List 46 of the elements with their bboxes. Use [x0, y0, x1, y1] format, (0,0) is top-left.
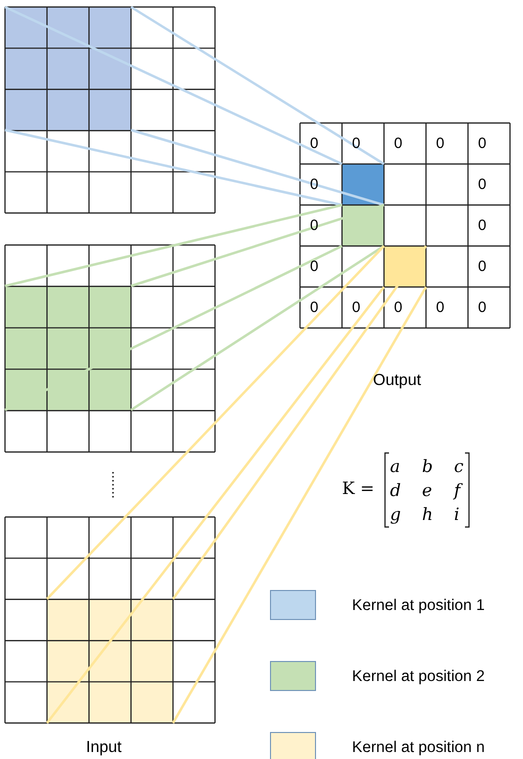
- projection-line: [172, 245, 428, 600]
- input-label: Input: [86, 740, 122, 756]
- matrix-entry: a: [390, 459, 400, 476]
- cell-value: 0: [478, 300, 486, 315]
- cell-value: 0: [436, 300, 444, 315]
- projection-line: [4, 244, 343, 412]
- matrix-entry: i: [454, 507, 460, 524]
- cell-value: 0: [310, 300, 318, 315]
- projection-line: [172, 286, 428, 724]
- matrix-entry: g: [390, 507, 401, 524]
- cell-value: 0: [478, 218, 486, 233]
- output-label: Output: [373, 373, 422, 389]
- projection-line: [130, 128, 384, 206]
- cell-value: 0: [352, 300, 360, 315]
- cell-value: 0: [436, 136, 444, 151]
- matrix-entry: e: [422, 483, 432, 500]
- cell-value: 0: [478, 136, 486, 151]
- matrix-entry: d: [390, 483, 401, 500]
- cell-value: 0: [310, 177, 318, 192]
- cell-value: 0: [478, 259, 486, 274]
- projection-line: [46, 286, 385, 724]
- matrix-entry: f: [454, 483, 460, 500]
- legend-label: Kernel at position 1: [352, 598, 485, 614]
- projection-line: [4, 6, 343, 166]
- projection-line: [130, 6, 385, 166]
- cell-value: 0: [310, 218, 318, 233]
- cell-value: 0: [394, 300, 402, 315]
- projection-line: [130, 204, 384, 288]
- kernel-region: [47, 599, 173, 723]
- legend-label: Kernel at position n: [352, 740, 485, 756]
- projection-line: [4, 128, 342, 206]
- legend-label: Kernel at position 2: [352, 669, 485, 684]
- cell-value: 0: [310, 259, 318, 274]
- kernel-region: [5, 286, 131, 410]
- projection-line: [46, 245, 385, 600]
- cell-value: 0: [310, 136, 318, 151]
- matrix-entry: c: [454, 459, 464, 476]
- cell-value: 0: [352, 136, 360, 151]
- projection-line: [4, 204, 342, 288]
- matrix-name: K =: [342, 481, 374, 498]
- matrix-entry: h: [422, 507, 433, 524]
- cell-value: 0: [478, 177, 486, 192]
- kernel-region: [5, 7, 131, 130]
- matrix-entry: b: [422, 459, 433, 476]
- projection-line: [130, 244, 385, 412]
- cell-value: 0: [394, 136, 402, 151]
